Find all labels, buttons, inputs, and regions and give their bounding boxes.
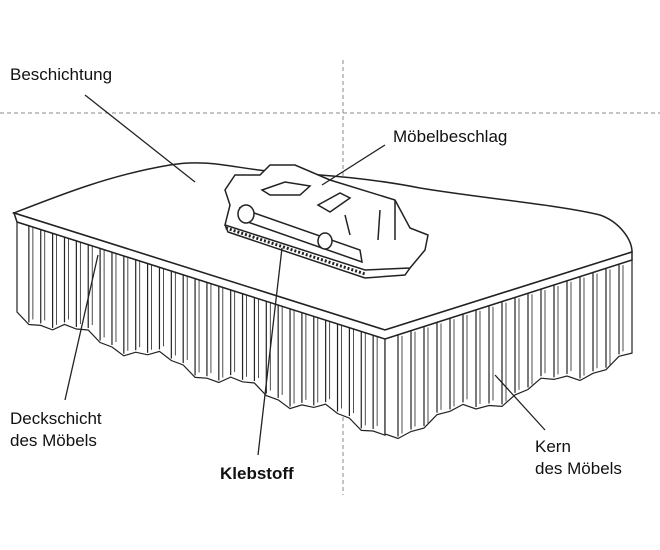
label-top-layer: Deckschicht des Möbels [10, 408, 102, 452]
label-core: Kern des Möbels [535, 436, 622, 480]
label-core-line2: des Möbels [535, 459, 622, 478]
core-face [16, 221, 386, 437]
label-coating: Beschichtung [10, 65, 113, 84]
furniture-fitting [224, 164, 429, 279]
label-top-layer-line1: Deckschicht [10, 409, 102, 428]
label-core-line1: Kern [535, 437, 571, 456]
core-face [384, 259, 633, 440]
label-top-layer-line2: des Möbels [10, 431, 97, 450]
label-adhesive: Klebstoff [220, 464, 294, 483]
label-furniture-fitting: Möbelbeschlag [393, 127, 508, 146]
leader-lines [64, 94, 546, 456]
top-layer-edge [12, 211, 633, 340]
core-honeycomb-fins [16, 221, 633, 440]
